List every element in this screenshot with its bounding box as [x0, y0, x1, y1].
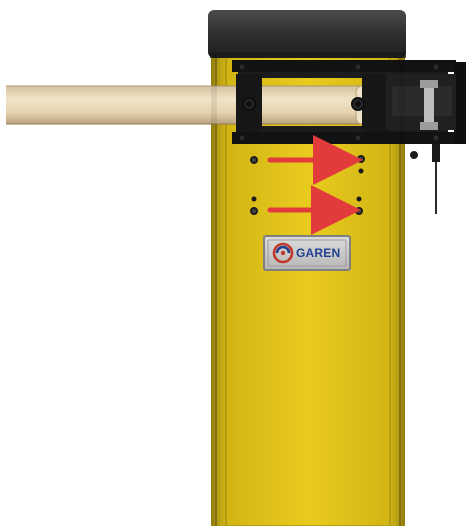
mount-bracket — [232, 60, 466, 214]
boom-arm — [6, 85, 387, 125]
top-cap — [208, 10, 406, 58]
plate-text: GAREN — [296, 246, 340, 260]
brand-plate: GAREN — [263, 235, 351, 271]
garen-logo-icon — [272, 242, 294, 264]
direction-arrows — [267, 135, 363, 235]
